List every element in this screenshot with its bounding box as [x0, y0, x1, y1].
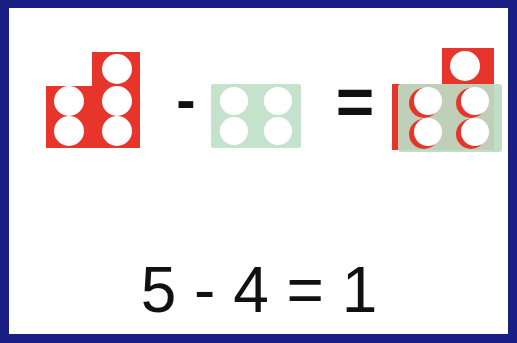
five-piece — [46, 52, 140, 148]
equals-sign: = — [336, 69, 375, 135]
piece-hole — [461, 87, 489, 115]
piece-hole — [414, 118, 442, 146]
four-piece-body — [398, 84, 502, 152]
piece-hole — [264, 117, 292, 145]
piece-hole — [102, 86, 132, 116]
piece-hole — [414, 87, 442, 115]
overlay-result — [392, 48, 502, 152]
piece-hole — [220, 87, 248, 115]
minus-sign: - — [176, 71, 195, 129]
frame-ground — [9, 8, 508, 334]
piece-hole — [102, 54, 132, 84]
five-piece-body — [46, 52, 140, 148]
four-piece — [211, 84, 301, 148]
piece-hole — [264, 87, 292, 115]
piece-hole — [220, 117, 248, 145]
piece-hole — [54, 86, 84, 116]
piece-hole — [54, 116, 84, 146]
piece-hole — [102, 116, 132, 146]
equation-text: 5 - 4 = 1 — [141, 258, 378, 322]
four-piece-body — [211, 84, 301, 148]
piece-hole — [461, 118, 489, 146]
piece-hole — [450, 51, 480, 81]
